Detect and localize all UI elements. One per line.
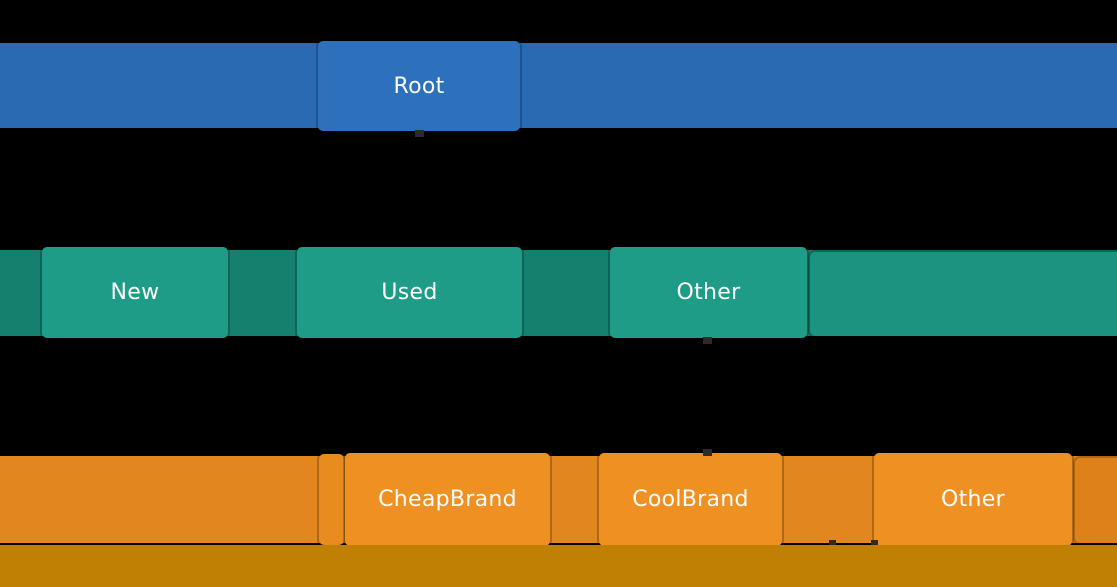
connector-stub — [415, 130, 424, 137]
tree-node-d0-root[interactable]: Root — [318, 41, 520, 131]
node-label: CheapBrand — [378, 487, 517, 512]
connector-stub — [871, 540, 878, 545]
tree-node-d1-new[interactable]: New — [42, 247, 228, 338]
node-label: Used — [381, 280, 438, 305]
tree-node-unlabeled[interactable] — [810, 252, 1117, 336]
level-0-bar — [0, 43, 1117, 128]
node-label: Other — [676, 280, 741, 305]
node-label: Root — [393, 73, 445, 99]
node-label: CoolBrand — [632, 487, 749, 512]
tree-node-d1-other[interactable]: Other — [610, 247, 807, 338]
tree-node-unlabeled[interactable] — [319, 454, 344, 545]
tree-node-d2-other[interactable]: Other — [874, 453, 1072, 546]
connector-stub — [703, 337, 712, 344]
tree-node-unlabeled[interactable] — [1075, 458, 1117, 543]
tree-node-d1-used[interactable]: Used — [297, 247, 522, 338]
leaf-level-strip[interactable] — [0, 545, 1117, 587]
node-label: New — [110, 280, 160, 305]
connector-stub — [829, 540, 836, 545]
node-label: Other — [941, 487, 1005, 512]
connector-stub — [703, 449, 712, 456]
tree-node-d2-cheapbrand[interactable]: CheapBrand — [345, 453, 550, 546]
tree-node-d2-coolbrand[interactable]: CoolBrand — [599, 453, 782, 546]
